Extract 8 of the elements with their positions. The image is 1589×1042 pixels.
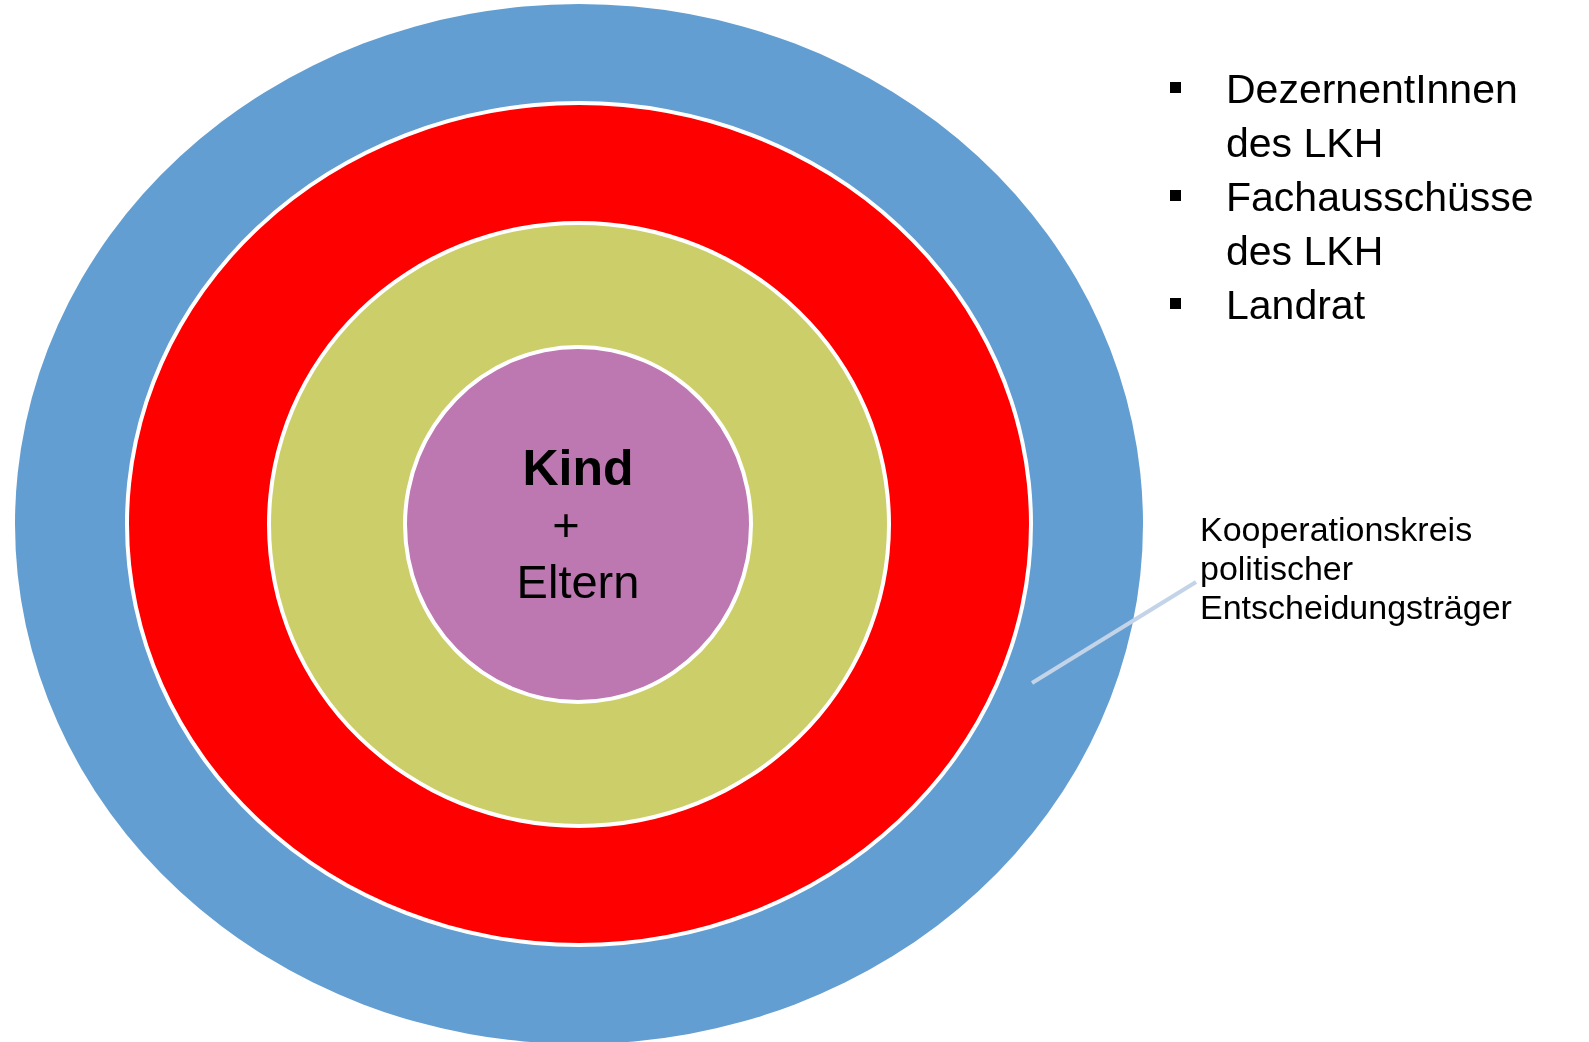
center-heading: Kind	[522, 438, 634, 498]
plus-sign: +	[552, 498, 580, 551]
center-text: Eltern	[516, 553, 640, 610]
list-item-text: Landrat	[1226, 281, 1366, 330]
leader-line	[1030, 580, 1198, 685]
list-item-text: Fachausschüsse des LKH	[1226, 173, 1535, 276]
list-item-text: DezernentInnen des LKH	[1226, 65, 1519, 168]
callout-text: Kooperationskreis politischer Entscheidungsträger	[1200, 510, 1585, 640]
